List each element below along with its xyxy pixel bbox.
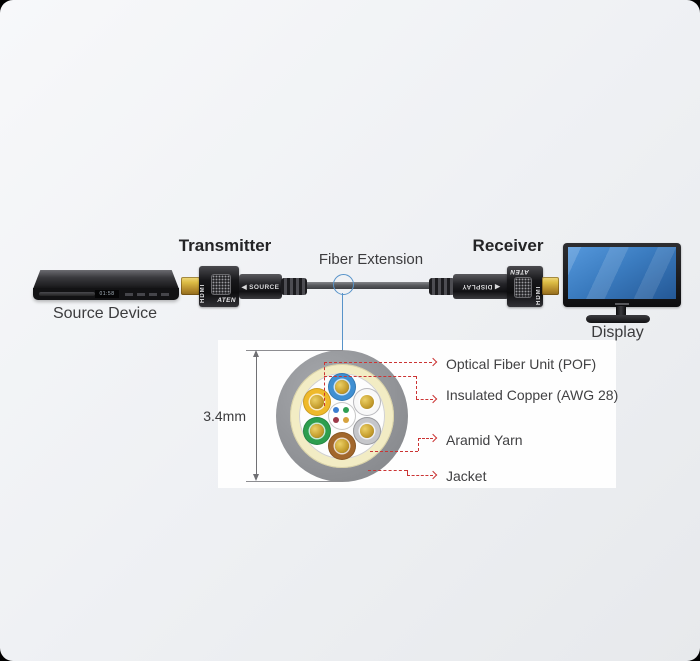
transmitter-strain-relief <box>281 278 307 295</box>
copper-core <box>335 439 349 453</box>
receiver-hdmi-plug <box>542 277 559 295</box>
wire-upper-right-white <box>353 388 381 416</box>
dimension-arrow-up <box>253 350 259 357</box>
copper-core <box>360 424 374 438</box>
dimension-arrow-down <box>253 474 259 481</box>
wire-top-blue <box>328 373 356 401</box>
source-device-front: 01:58 <box>33 288 179 300</box>
copper-core <box>310 395 324 409</box>
receiver-brand-text: ATEN <box>510 268 529 275</box>
display-label: Display <box>591 324 644 341</box>
transmitter-sleeve-text: ◀ SOURCE <box>241 284 280 291</box>
display-stand-base <box>586 315 650 323</box>
receiver-emblem <box>514 277 532 298</box>
marker-ring <box>333 274 354 295</box>
disc-tray-slot <box>39 292 95 296</box>
transmitter-brand-text: ATEN <box>217 297 236 304</box>
copper-core <box>310 424 324 438</box>
dimension-tick-bottom <box>246 481 343 482</box>
device-buttons <box>125 293 169 296</box>
receiver-sleeve: ◀ DISPLAY <box>453 274 509 299</box>
callout-jacket-line <box>368 470 407 471</box>
copper-core <box>335 380 349 394</box>
fiber-cable <box>301 282 435 289</box>
display-screen <box>568 247 676 299</box>
receiver-sleeve-text: ◀ DISPLAY <box>462 283 500 290</box>
callout-jacket-line <box>407 470 408 475</box>
receiver-label: Receiver <box>472 236 544 255</box>
fiber-dot-blue <box>333 407 339 413</box>
source-device-label: Source Device <box>52 305 158 322</box>
transmitter-hdmi-text: HDMI <box>200 283 206 303</box>
callout-copper-line <box>416 376 417 399</box>
marker-line <box>342 293 343 350</box>
fiber-dot-maroon <box>333 417 339 423</box>
fiber-dot-green <box>343 407 349 413</box>
display-monitor <box>563 243 681 307</box>
callout-copper-line <box>416 399 433 400</box>
callout-aramid-line <box>418 438 433 439</box>
callout-ofu-line <box>324 362 432 363</box>
dimension-label: 3.4mm <box>203 408 246 424</box>
callout-ofu-label: Optical Fiber Unit (POF) <box>446 356 597 372</box>
callout-copper-line <box>324 376 416 377</box>
source-device-top <box>33 270 179 289</box>
callout-aramid-label: Aramid Yarn <box>446 432 523 448</box>
display-brand-mark <box>615 303 629 305</box>
wire-lower-left-green <box>303 417 331 445</box>
callout-copper-label: Insulated Copper (AWG 28) <box>446 387 619 403</box>
fiber-extension-label: Fiber Extension <box>318 251 424 268</box>
transmitter-sleeve: ◀ SOURCE <box>239 274 282 299</box>
transmitter-label: Transmitter <box>178 236 272 255</box>
callout-jacket-line <box>407 475 433 476</box>
receiver-body: ATEN HDMI <box>507 266 543 307</box>
wire-bottom-brown <box>328 432 356 460</box>
callout-aramid-line <box>370 451 418 452</box>
receiver-strain-relief <box>429 278 455 295</box>
callout-aramid-line <box>418 438 419 451</box>
optical-fiber-unit <box>328 402 356 430</box>
display-stand-neck <box>616 306 626 317</box>
callout-jacket-label: Jacket <box>446 468 487 484</box>
dimension-tick-top <box>246 350 343 351</box>
transmitter-hdmi-plug <box>181 277 200 295</box>
device-display-readout: 01:58 <box>95 290 119 298</box>
callout-ofu-line <box>324 362 325 406</box>
transmitter-body: HDMI ATEN <box>199 266 239 307</box>
fiber-dot-orange <box>343 417 349 423</box>
transmitter-emblem <box>211 274 231 295</box>
wire-upper-left-yellow <box>303 388 331 416</box>
copper-core <box>360 395 374 409</box>
wire-lower-right-silver <box>353 417 381 445</box>
dimension-line <box>256 352 257 479</box>
